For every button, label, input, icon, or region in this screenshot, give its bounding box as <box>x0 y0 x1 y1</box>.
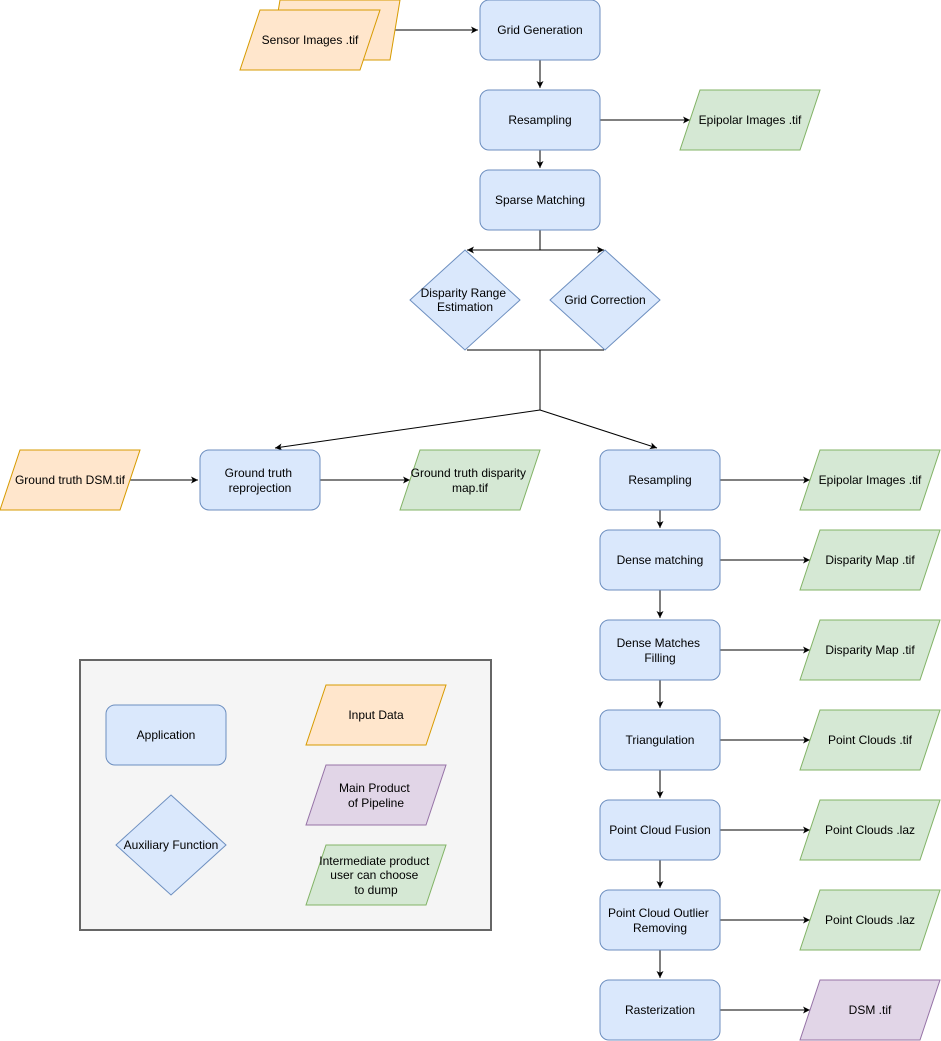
point-cloud-outlier-line-2: Removing <box>633 921 687 935</box>
dense-matches-filling-label: Dense Matches Filling <box>617 636 704 665</box>
disparity-range-line-2: Estimation <box>437 300 493 314</box>
resampling-1-box <box>479 89 601 151</box>
ground-truth-reprojection-box <box>199 449 321 511</box>
sparse-matching-box <box>479 169 601 231</box>
point-cloud-fusion-box <box>599 799 721 861</box>
dsm-label: DSM .tif <box>849 1003 892 1017</box>
point-clouds-laz-1-label: Point Clouds .laz <box>825 823 915 837</box>
grid-generation-label: Grid Generation <box>497 23 582 37</box>
point-cloud-outlier-line-1: Point Cloud Outlier <box>608 906 709 920</box>
ground-truth-disparity-line-2: map.tif <box>452 481 489 495</box>
legend-input-data-shape <box>305 684 447 746</box>
legend-intermediate-shape <box>305 844 447 906</box>
dense-matching-box <box>599 529 721 591</box>
legend-intermediate-line-3: to dump <box>354 883 398 897</box>
legend-intermediate-line-1: Intermediate product <box>319 854 430 868</box>
resampling-2-box <box>599 449 721 511</box>
edges <box>130 26 810 1014</box>
legend-auxiliary-label: Auxiliary Function <box>124 838 219 852</box>
point-clouds-laz-1-shape <box>799 799 941 861</box>
epipolar-images-2-shape <box>799 449 941 511</box>
ground-truth-reprojection-line-1: Ground truth <box>225 466 292 480</box>
resampling-1-label: Resampling <box>508 113 571 127</box>
point-clouds-tif-shape <box>799 709 941 771</box>
disparity-range-diamond <box>409 249 521 351</box>
ground-truth-dsm-label: Ground truth DSM.tif <box>15 473 126 487</box>
triangulation-box <box>599 709 721 771</box>
disparity-range-line-1: Disparity Range <box>421 286 507 300</box>
point-clouds-tif-label: Point Clouds .tif <box>828 733 913 747</box>
point-cloud-outlier-box <box>599 889 721 951</box>
legend-intermediate-label: Intermediate product user can choose to … <box>319 854 432 897</box>
legend-main-product-line-1: Main Product <box>339 781 410 795</box>
dense-matches-filling-box <box>599 619 721 681</box>
point-clouds-laz-2-label: Point Clouds .laz <box>825 913 915 927</box>
legend-application-box <box>105 704 227 766</box>
disparity-range-label: Disparity Range Estimation <box>421 286 510 314</box>
resampling-2-label: Resampling <box>628 473 691 487</box>
disparity-map-1-shape <box>799 529 941 591</box>
ground-truth-disparity-shape <box>399 449 541 511</box>
disparity-map-1-label: Disparity Map .tif <box>825 553 915 567</box>
sensor-images-shape <box>239 9 381 71</box>
legend-auxiliary-diamond <box>115 794 227 896</box>
sensor-images-label: Sensor Images .tif <box>262 33 359 47</box>
dense-matching-label: Dense matching <box>617 553 704 567</box>
ground-truth-reprojection-line-2: reprojection <box>229 481 292 495</box>
legend-application-label: Application <box>137 728 196 742</box>
edge-to-resampling-2 <box>539 409 658 450</box>
grid-generation-box <box>479 0 601 61</box>
dsm-shape <box>799 979 941 1041</box>
disparity-map-2-label: Disparity Map .tif <box>825 643 915 657</box>
legend-main-product-label: Main Product of Pipeline <box>339 781 413 810</box>
legend-main-product-shape <box>305 764 447 826</box>
epipolar-images-1-label: Epipolar Images .tif <box>699 113 802 127</box>
grid-correction-diamond <box>549 249 661 351</box>
point-clouds-laz-2-shape <box>799 889 941 951</box>
triangulation-label: Triangulation <box>626 733 695 747</box>
edge-to-gt-reprojection <box>274 409 541 451</box>
dense-matches-filling-line-2: Filling <box>644 651 675 665</box>
rasterization-label: Rasterization <box>625 1003 695 1017</box>
ground-truth-dsm-shape <box>0 449 141 511</box>
legend-main-product-line-2: of Pipeline <box>348 796 404 810</box>
epipolar-images-2-label: Epipolar Images .tif <box>819 473 922 487</box>
sparse-matching-label: Sparse Matching <box>495 193 585 207</box>
legend-intermediate-line-2: user can choose <box>330 868 418 882</box>
ground-truth-disparity-label: Ground truth disparity map.tif <box>411 466 530 495</box>
ground-truth-disparity-line-1: Ground truth disparity <box>411 466 526 480</box>
rasterization-box <box>599 979 721 1041</box>
dense-matches-filling-line-1: Dense Matches <box>617 636 700 650</box>
point-cloud-fusion-label: Point Cloud Fusion <box>609 823 710 837</box>
epipolar-images-1-shape <box>679 89 821 151</box>
disparity-map-2-shape <box>799 619 941 681</box>
grid-correction-label: Grid Correction <box>564 293 645 307</box>
point-cloud-outlier-label: Point Cloud Outlier Removing <box>608 906 712 935</box>
ground-truth-reprojection-label: Ground truth reprojection <box>225 466 296 495</box>
legend-input-data-label: Input Data <box>348 708 404 722</box>
